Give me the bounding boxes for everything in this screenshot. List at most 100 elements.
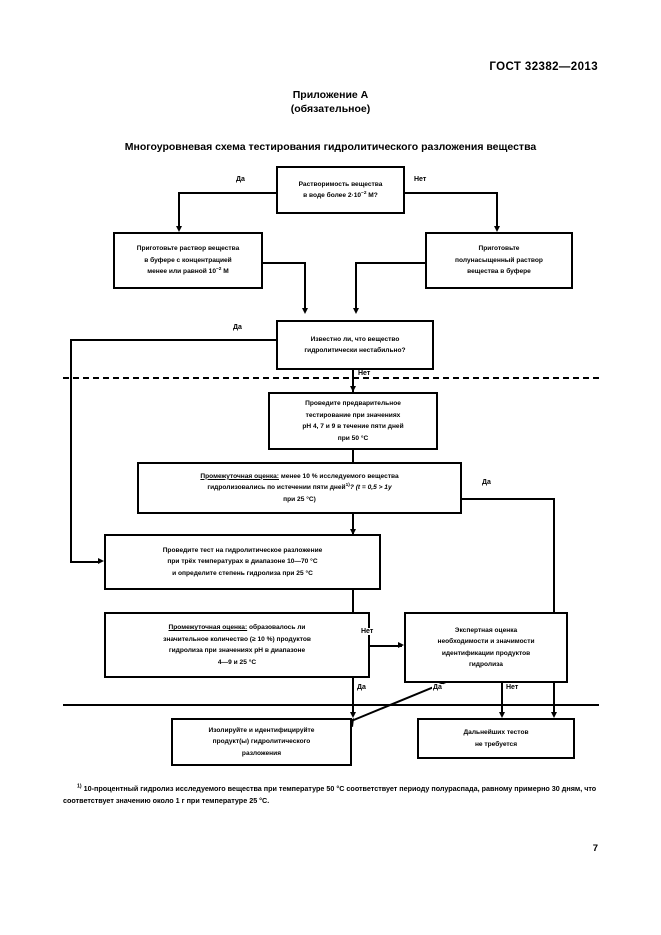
- arrow-left-merge-to-q2: [301, 308, 308, 314]
- solubility-question-line2: в воде более 2·10−2 М?: [282, 190, 399, 202]
- connector-q2-yes-into-test: [70, 561, 100, 563]
- prepare-semisaturated-line3: вещества в буфере: [467, 268, 531, 276]
- intermediate-eval1-line2: гидролизовались по истечении пяти дней1)…: [143, 482, 456, 494]
- arrow-right-merge-to-q2: [352, 308, 359, 314]
- connector-q2-no-vertical: [352, 370, 354, 392]
- isolate-identify-line2: продукт(ы) гидролитического: [212, 738, 311, 746]
- arrow-q2-yes-to-hydrolysis-test: [98, 558, 104, 564]
- prepare-buffer-line3-post: М: [221, 268, 229, 276]
- hydrolysis-test-line1: Проведите тест на гидролитическое разлож…: [162, 546, 323, 554]
- arrow-q2-no-to-preliminary: [349, 386, 356, 392]
- appendix-mandatory-label: (обязательное): [290, 103, 371, 115]
- edge-label-q1-yes: Да: [235, 176, 246, 183]
- box-prepare-semisaturated-solution[interactable]: Приготовьте полунасыщенный раствор вещес…: [425, 232, 573, 289]
- intermediate-eval1-footnote-marker: 1): [345, 483, 350, 489]
- box-isolate-and-identify[interactable]: Изолируйте и идентифицируйте продукт(ы) …: [171, 718, 352, 766]
- preliminary-testing-line4: при 50 °С: [337, 434, 369, 442]
- expert-evaluation-line3: идентификации продуктов: [441, 649, 531, 657]
- prepare-semisaturated-line2: полунасыщенный раствор: [455, 256, 543, 264]
- prepare-buffer-line3: менее или равной 10−2 М: [119, 266, 257, 278]
- intermediate-eval2-line4: 4—9 и 25 °С: [217, 658, 257, 666]
- edge-label-q2-no: Нет: [357, 370, 372, 377]
- prepare-buffer-line3-sup: −2: [216, 267, 222, 273]
- connector-eval1-yes-vertical: [553, 498, 555, 714]
- footnote-text: 10-процентный гидролиз исследуемого веще…: [63, 784, 597, 805]
- preliminary-testing-line2: тестирование при значениях: [305, 411, 401, 419]
- no-further-tests-line1: Дальнейших тестов: [463, 729, 529, 736]
- intermediate-eval2-line2: значительное количество (≥ 10 %) продукт…: [163, 635, 311, 643]
- isolate-identify-line1: Изолируйте и идентифицируйте: [208, 726, 315, 734]
- intermediate-eval1-line1-rest: менее 10 % исследуемого вещества: [279, 472, 399, 480]
- solubility-line2-pre: в воде более 2·10: [303, 192, 362, 199]
- no-further-tests-line2: не требуется: [474, 740, 518, 748]
- solubility-question-line1: Растворимость вещества: [298, 180, 383, 188]
- known-unstable-line2: гидролитически нестабильно?: [304, 347, 406, 354]
- box-intermediate-evaluation-1[interactable]: Промежуточная оценка: менее 10 % исследу…: [137, 462, 462, 514]
- hydrolysis-test-line2: при трёх температурах в диапазоне 10—70 …: [167, 558, 318, 566]
- diagram-title: Многоуровневая схема тестирования гидрол…: [124, 141, 537, 153]
- box-known-unstable-question[interactable]: Известно ли, что вещество гидролитически…: [276, 320, 434, 370]
- tier-separator-lower: [63, 704, 599, 706]
- arrow-to-prepare-semisaturated: [493, 226, 500, 232]
- page-number: 7: [592, 843, 598, 854]
- connector-eval1-to-hydrolysis-test: [352, 514, 354, 534]
- preliminary-testing-line3: pH 4, 7 и 9 в течение пяти дней: [302, 423, 404, 430]
- intermediate-eval2-line1-rest: образовалось ли: [247, 624, 306, 631]
- edge-label-q1-no: Нет: [413, 176, 428, 183]
- box-preliminary-testing[interactable]: Проведите предварительное тестирование п…: [268, 392, 438, 450]
- connector-q1-left-vertical: [178, 192, 180, 228]
- box-prepare-buffer-solution[interactable]: Приготовьте раствор вещества в буфере с …: [113, 232, 263, 289]
- intermediate-eval2-line3: гидролиза при значениях pH в диапазоне: [168, 647, 306, 654]
- appendix-label: Приложение А: [292, 89, 369, 101]
- arrow-eval1-to-hydrolysis-test: [349, 529, 356, 535]
- prepare-semisaturated-line1: Приготовьте: [478, 245, 520, 253]
- edge-label-eval2-yes: Да: [356, 684, 367, 691]
- standard-number: ГОСТ 32382—2013: [489, 61, 598, 73]
- hydrolysis-test-line3: и определите степень гидролиза при 25 °С: [172, 569, 313, 577]
- arrow-eval2-yes-to-isolate: [349, 712, 356, 718]
- box-hydrolysis-test[interactable]: Проведите тест на гидролитическое разлож…: [104, 534, 381, 590]
- edge-label-eval1-yes: Да: [481, 479, 492, 486]
- preliminary-testing-line1: Проведите предварительное: [305, 400, 401, 407]
- tier-separator-upper: [63, 377, 599, 379]
- connector-eval2-yes-vertical: [352, 678, 354, 714]
- connector-right-merge-vertical: [355, 262, 357, 310]
- arrow-eval1-yes-to-no-further-tests: [550, 712, 557, 718]
- expert-evaluation-line4: гидролиза: [469, 661, 503, 668]
- connector-q2-yes-vertical: [70, 339, 72, 563]
- connector-expert-no-vertical: [501, 683, 503, 714]
- known-unstable-line1: Известно ли, что вещество: [310, 335, 400, 343]
- connector-q1-right-horizontal: [405, 192, 498, 194]
- edge-label-q2-yes: Да: [232, 324, 243, 331]
- intermediate-eval1-line2-pre: гидролизовались по истечении пяти дней: [207, 484, 346, 492]
- edge-label-eval2-no: Нет: [360, 628, 375, 635]
- expert-evaluation-line2: необходимости и значимости: [437, 638, 535, 645]
- prepare-buffer-line2: в буфере с концентрацией: [144, 256, 232, 264]
- arrow-expert-no-to-no-further-tests: [498, 712, 505, 718]
- connector-hydrolysis-to-eval2: [352, 590, 354, 612]
- box-solubility-question[interactable]: Растворимость вещества в воде более 2·10…: [276, 166, 405, 214]
- intermediate-eval1-line1: Промежуточная оценка: менее 10 % исследу…: [143, 471, 456, 483]
- edge-label-expert-no: Нет: [505, 684, 520, 691]
- expert-evaluation-line1: Экспертная оценка: [454, 626, 518, 634]
- connector-left-merge-vertical: [304, 262, 306, 310]
- footnote-marker: 1): [77, 783, 82, 790]
- isolate-identify-line3: разложения: [241, 749, 282, 757]
- connector-right-merge-horizontal: [355, 262, 425, 264]
- arrow-to-prepare-buffer: [175, 226, 182, 232]
- prepare-buffer-line3-pre: менее или равной 10: [147, 268, 217, 276]
- arrow-eval2-no-to-expert: [398, 642, 404, 648]
- box-no-further-tests[interactable]: Дальнейших тестов не требуется: [417, 718, 575, 759]
- connector-eval2-no-horizontal: [352, 645, 402, 647]
- box-expert-evaluation[interactable]: Экспертная оценка необходимости и значим…: [404, 612, 568, 683]
- connector-q2-yes-horizontal: [70, 339, 276, 341]
- connector-eval1-yes-horizontal: [462, 498, 555, 500]
- box-intermediate-evaluation-2[interactable]: Промежуточная оценка: образовалось ли зн…: [104, 612, 370, 678]
- connector-q1-left-horizontal: [178, 192, 276, 194]
- connector-q1-right-vertical: [496, 192, 498, 228]
- prepare-buffer-line1: Приготовьте раствор вещества: [136, 245, 240, 253]
- solubility-line2-post: М?: [366, 192, 378, 199]
- edge-label-expert-yes: Да: [432, 684, 443, 691]
- connector-preliminary-to-eval1: [352, 450, 354, 462]
